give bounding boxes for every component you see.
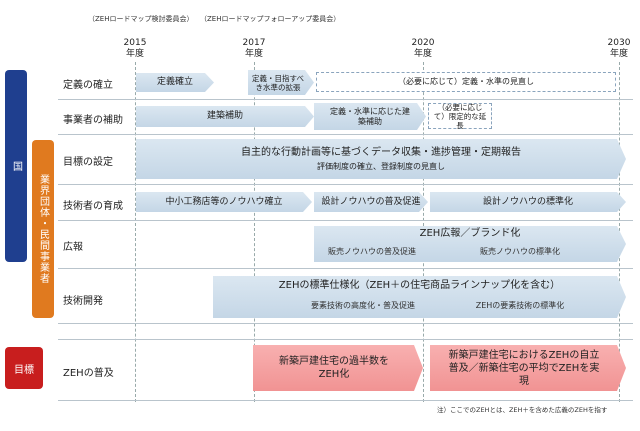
bar-definition-expand: 定義・目指すべき水準の拡張 [248,70,314,95]
sidebar-industry: 業界団体・民間事業者 [32,140,54,318]
label-tech-standard: ZEHの要素技術の標準化 [475,300,565,310]
bar-goal-majority: 新築戸建住宅の過半数をZEH化 [253,345,423,391]
row-label-training: 技術者の育成 [63,201,123,212]
row-divider [58,339,633,340]
box-definition-review: （必要に応じて）定義・水準の見直し [316,72,616,92]
row-label-pr: 広報 [63,242,83,253]
row-divider [58,99,633,100]
row-divider [58,268,633,269]
footnote: 注）ここでのZEHとは、ZEH＋を含めた広義のZEHを指す [437,406,608,414]
bar-tech: ZEHの標準仕様化（ZEH＋の住宅商品ラインナップ化を含む） [213,276,626,318]
row-divider [58,220,633,221]
tick-2017 [254,62,255,402]
box-subsidy-extend: （必要に応じて）限定的な延長 [428,103,492,130]
sidebar-country: 国 [5,70,27,262]
row-label-targets: 目標の設定 [63,157,113,168]
row-label-spread: ZEHの普及 [63,368,114,379]
label-pr-sales-standard: 販売ノウハウの標準化 [480,246,560,256]
sidebar-country-label: 国 [10,160,22,172]
bar-goal-average: 新築戸建住宅におけるZEHの自立普及／新築住宅の平均でZEHを実現 [430,345,626,391]
committee-label-first: （ZEHロードマップ検討委員会） [88,15,194,23]
bar-pr: ZEH広報／ブランド化 [314,226,626,262]
bar-training-standard: 設計ノウハウの標準化 [430,192,626,212]
row-divider [58,184,633,185]
bar-definition-establish: 定義確立 [136,73,214,92]
label-tech-advance: 要素技術の高度化・普及促進 [311,300,415,310]
bar-subsidy-level: 定義・水準に応じた建築補助 [314,103,426,130]
bar-subsidy-build: 建築補助 [136,106,314,127]
row-label-definition: 定義の確立 [63,80,113,91]
sidebar-industry-label: 業界団体・民間事業者 [37,174,49,284]
tick-2015 [135,62,136,402]
sidebar-goal: 目標 [5,347,43,389]
bar-training-knowhow: 中小工務店等のノウハウ確立 [136,192,312,212]
row-divider [58,323,633,324]
bar-targets: 自主的な行動計画等に基づくデータ収集・進捗管理・定期報告 評価制度の確立、登録制… [136,139,626,179]
bar-training-spread: 設計ノウハウの普及促進 [314,192,428,212]
sidebar-goal-label: 目標 [14,364,34,376]
row-divider [58,400,633,401]
row-divider [58,134,633,135]
row-label-subsidy: 事業者の補助 [63,115,123,126]
label-pr-sales-spread: 販売ノウハウの普及促進 [328,246,416,256]
row-label-tech: 技術開発 [63,296,103,307]
committee-label-second: （ZEHロードマップフォローアップ委員会） [200,15,341,23]
